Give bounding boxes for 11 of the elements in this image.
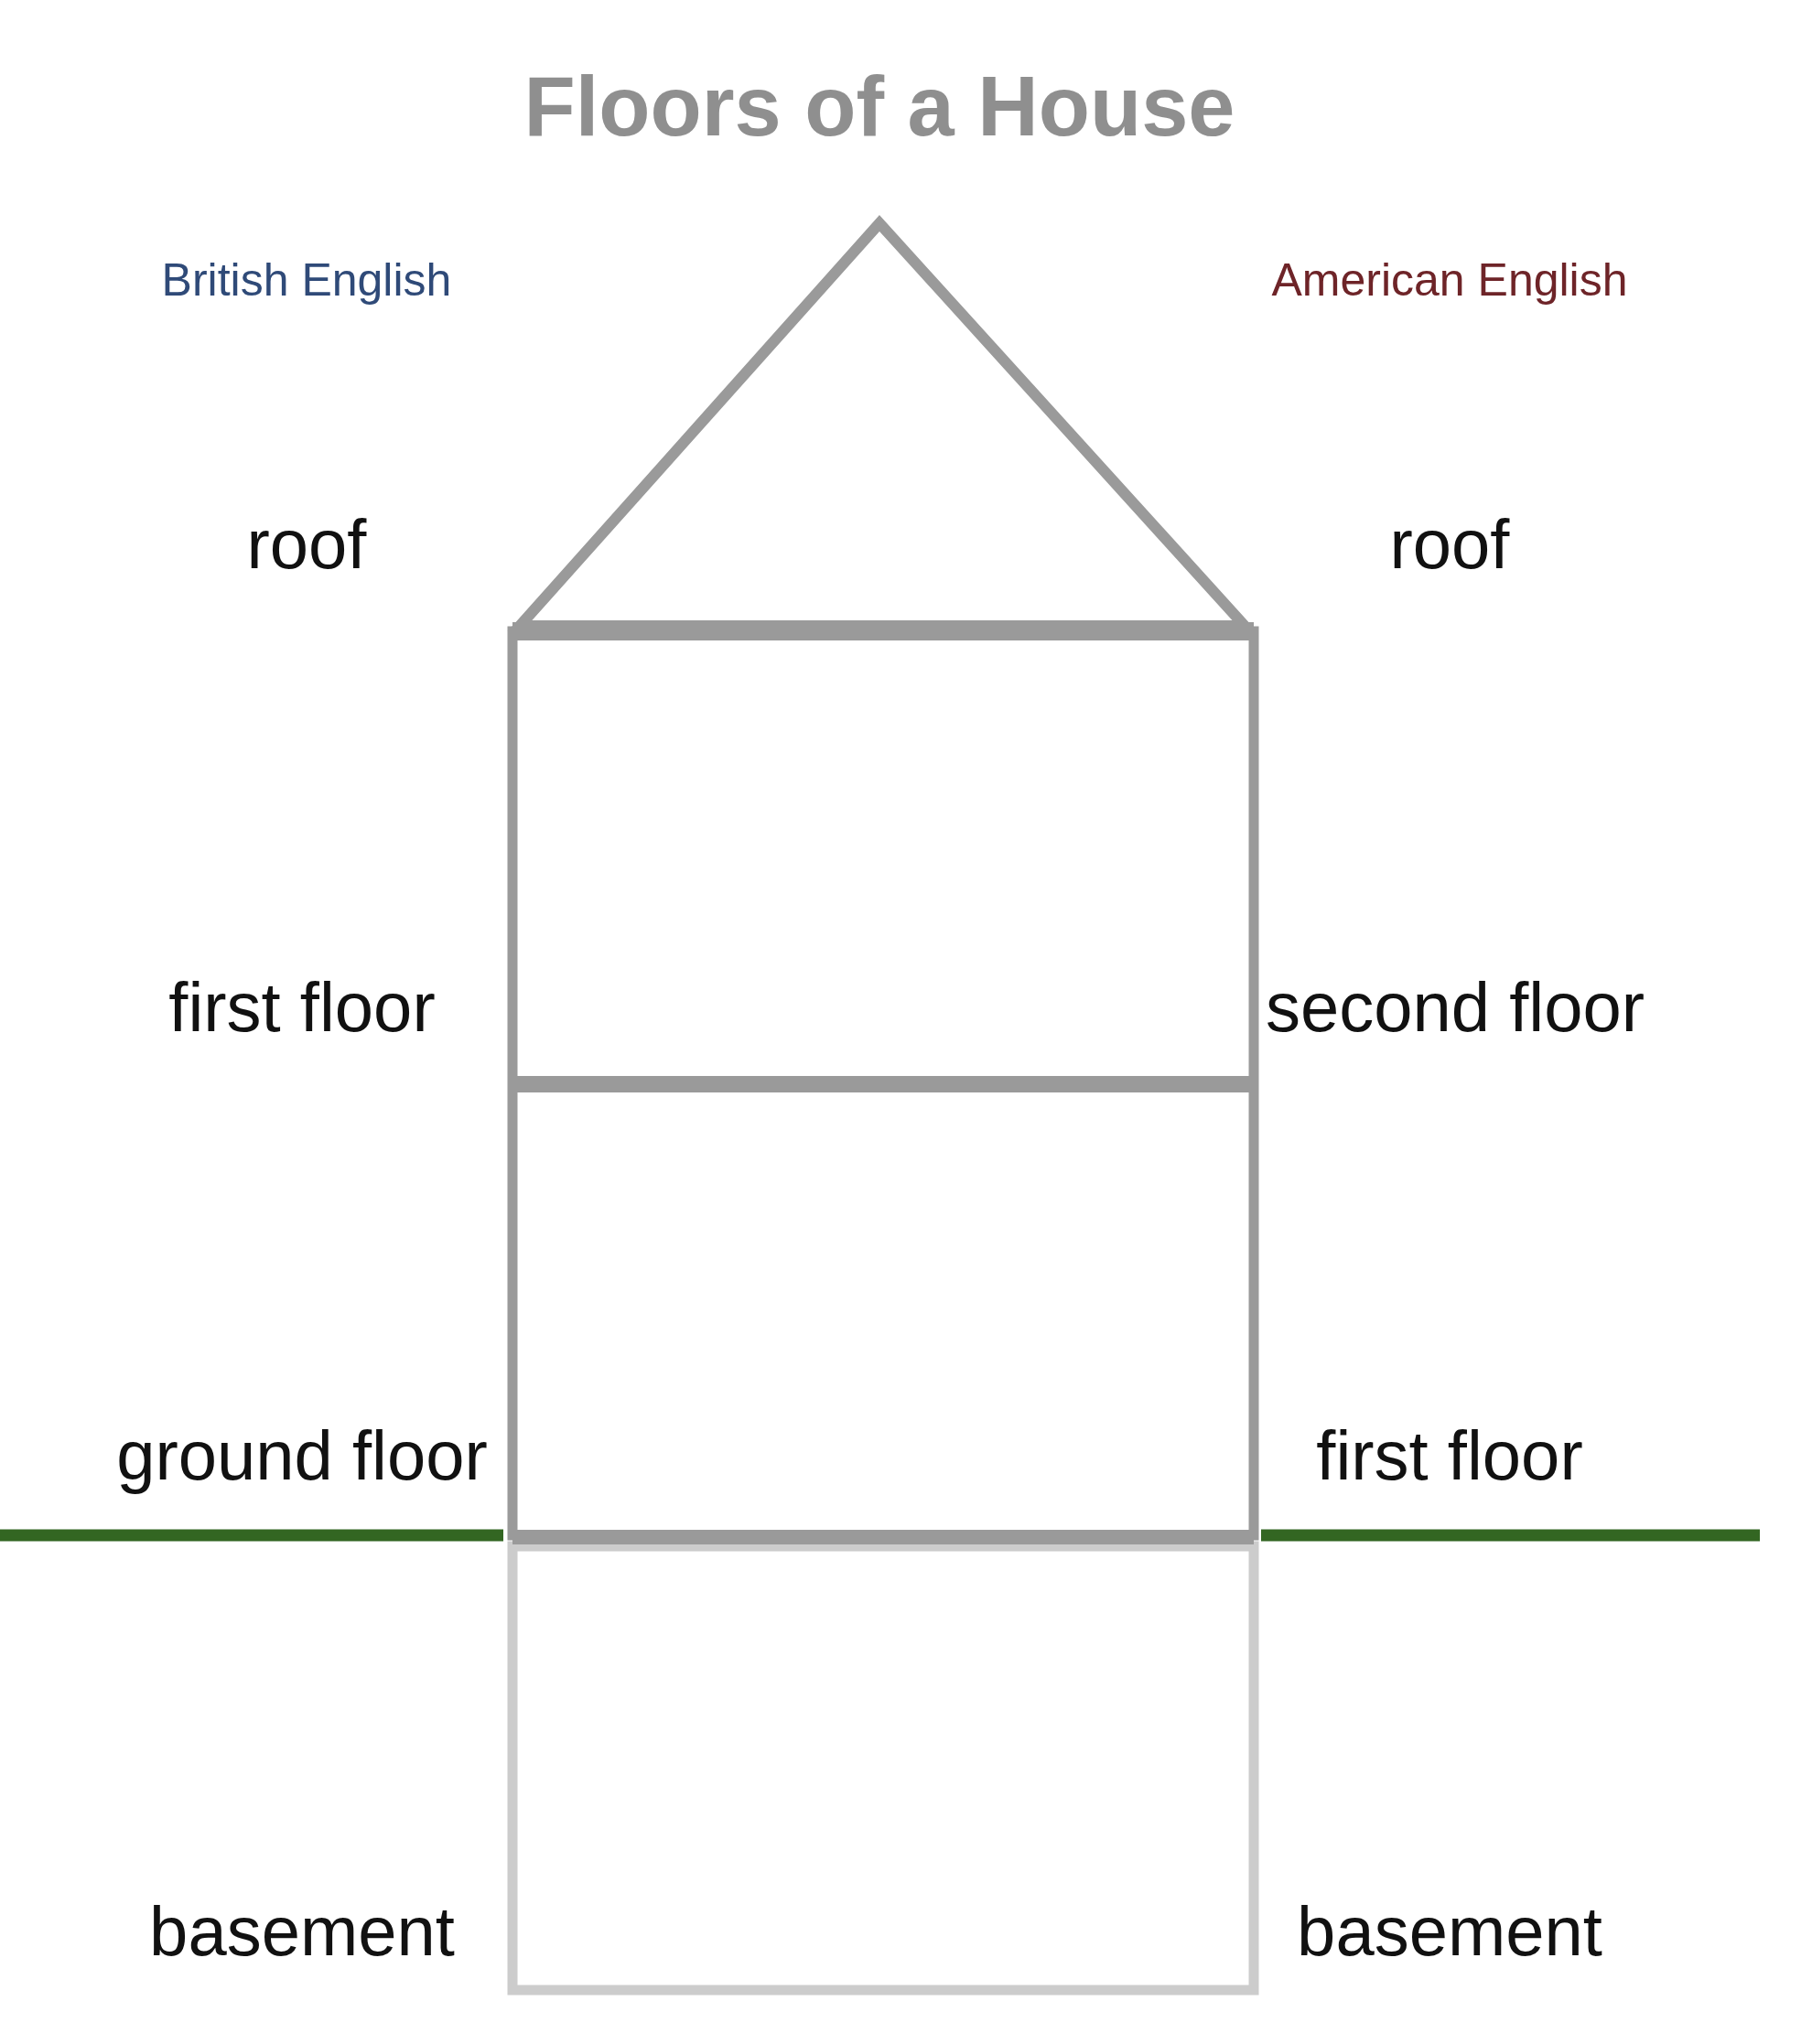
- floor-label: ground floor: [116, 1415, 488, 1495]
- floor-label: second floor: [1266, 966, 1645, 1047]
- column-heading: American English: [1271, 253, 1628, 307]
- floor-label: first floor: [1316, 1415, 1583, 1495]
- floor-label: first floor: [168, 966, 436, 1047]
- floor-label: basement: [1297, 1890, 1602, 1971]
- floor-label: roof: [1389, 503, 1510, 584]
- floor-label: roof: [246, 503, 367, 584]
- floor-label: basement: [149, 1890, 455, 1971]
- title: Floors of a House: [523, 58, 1235, 155]
- column-heading: British English: [161, 253, 452, 307]
